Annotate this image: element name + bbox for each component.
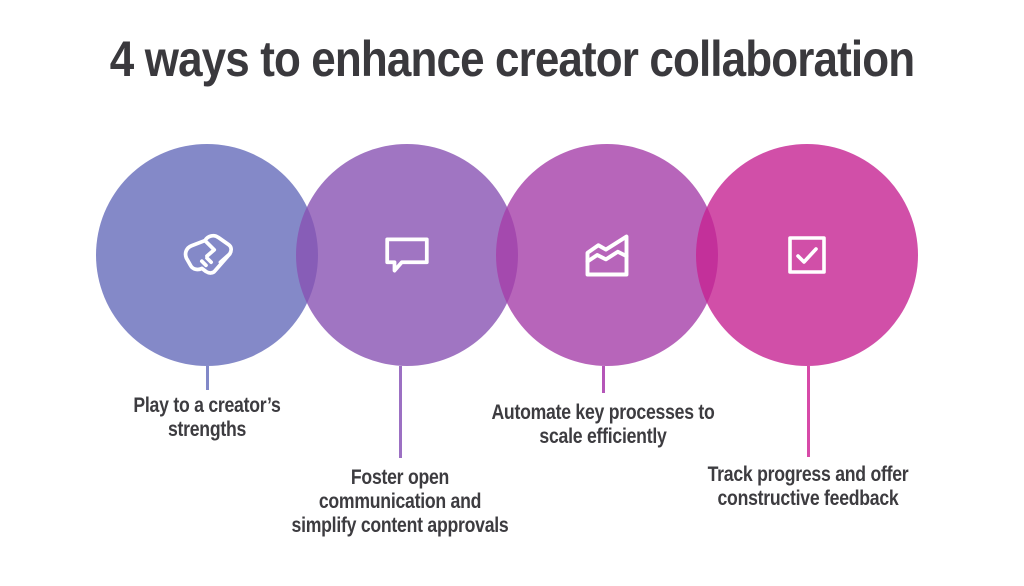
checkbox-icon — [785, 233, 829, 277]
step-circle-automation — [496, 144, 718, 366]
connector-line-1 — [206, 366, 209, 390]
speech-bubble-icon — [382, 234, 432, 276]
label-line: Automate key processes to — [491, 401, 715, 424]
step-circle-strengths — [96, 144, 318, 366]
label-line: simplify content approvals — [291, 514, 509, 537]
infographic-title: 4 ways to enhance creator collaboration — [109, 31, 915, 87]
connector-line-3 — [602, 366, 605, 393]
label-line: constructive feedback — [717, 487, 899, 510]
label-line: Play to a creator’s — [133, 394, 281, 417]
area-chart-icon — [581, 231, 633, 279]
step-label-communication: Foster open communication and simplify c… — [266, 466, 535, 538]
step-circle-communication — [296, 144, 518, 366]
connector-line-4 — [807, 366, 810, 457]
label-line: communication and — [318, 490, 482, 513]
step-label-automation: Automate key processes to scale efficien… — [469, 401, 738, 449]
label-line: Track progress and offer — [707, 463, 909, 486]
step-circle-feedback — [696, 144, 918, 366]
handshake-icon — [175, 230, 239, 280]
step-label-strengths: Play to a creator’s strengths — [73, 394, 342, 442]
step-label-feedback: Track progress and offer constructive fe… — [674, 463, 943, 511]
label-line: scale efficiently — [539, 425, 667, 448]
connector-line-2 — [399, 366, 402, 458]
label-line: Foster open — [350, 466, 450, 489]
label-line: strengths — [167, 418, 247, 441]
